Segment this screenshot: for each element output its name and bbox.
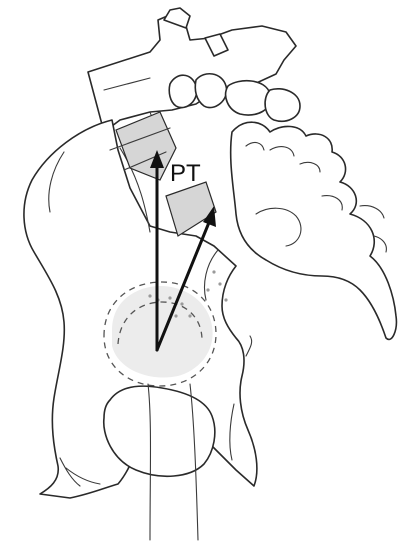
pt-label: PT [170,160,201,187]
sacrum [231,122,397,339]
lumbar-vertebra [88,8,296,140]
